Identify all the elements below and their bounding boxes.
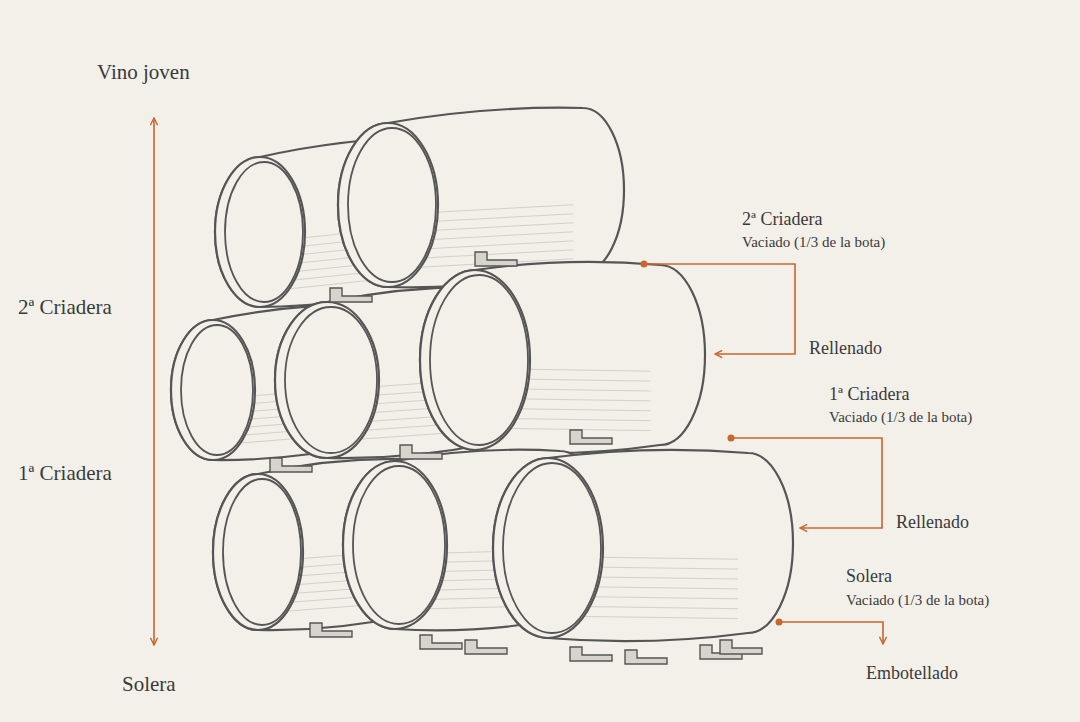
barrel-rim — [338, 123, 438, 287]
barrel-chock — [400, 445, 442, 459]
barrel-rim — [171, 320, 255, 460]
barrel-rim — [275, 302, 379, 458]
barrel-hatching — [581, 557, 738, 559]
barrel-hatching — [418, 223, 573, 231]
stage-title: Solera — [846, 566, 892, 587]
barrel-hatching — [581, 577, 738, 579]
flow-dot — [776, 619, 783, 626]
barrel-hatching — [581, 607, 738, 609]
barrel-hatching — [508, 399, 651, 401]
stage-title: 1ª Criadera — [829, 384, 909, 405]
action-label: Embotellado — [866, 663, 958, 684]
barrel-hatching — [508, 419, 651, 421]
barrel-chock — [570, 647, 612, 661]
barrel-hatching — [581, 587, 738, 589]
age-axis-arrow — [153, 118, 155, 645]
barrel-hatching — [418, 232, 573, 240]
barrel-head — [503, 463, 601, 633]
barrel-hatching — [508, 409, 651, 411]
barrel-body — [420, 262, 705, 453]
barrel — [338, 108, 624, 288]
barrel-chock — [625, 650, 667, 664]
flow-arrow — [644, 264, 795, 354]
barrel-chock — [270, 458, 312, 472]
action-label: Rellenado — [896, 512, 969, 533]
barrel-hatching — [581, 567, 738, 569]
barrel-hatching — [581, 616, 738, 618]
barrel-hatching — [418, 241, 573, 249]
barrel-head — [353, 466, 445, 624]
bottom-label: Solera — [122, 672, 176, 696]
top-label: Vino joven — [97, 60, 190, 84]
barrel-chock — [570, 430, 612, 444]
barrel-hatching — [418, 214, 573, 222]
barrel-rim — [215, 157, 305, 307]
stage-note: Vaciado (1/3 de la bota) — [829, 409, 972, 426]
barrel-hatching — [581, 597, 738, 599]
flow-arrow — [731, 438, 882, 528]
barrel-hatching — [508, 389, 651, 391]
barrel — [213, 459, 447, 630]
barrel-body — [493, 450, 793, 641]
stage-title: 2ª Criadera — [742, 209, 822, 230]
barrel-chock — [310, 623, 352, 637]
barrel-rim — [343, 461, 447, 629]
action-label: Rellenado — [809, 338, 882, 359]
barrel-chock — [330, 288, 372, 302]
barrel-chock — [720, 640, 762, 654]
flow-dot — [641, 261, 648, 268]
barrel-chock — [475, 252, 517, 266]
side-label: 2ª Criadera — [18, 295, 112, 319]
barrel-rim — [213, 474, 303, 630]
barrel-head — [181, 325, 253, 455]
stage-note: Vaciado (1/3 de la bota) — [846, 592, 989, 609]
side-label: 1ª Criadera — [18, 461, 112, 485]
barrel-head — [223, 479, 301, 625]
flow-arrow — [779, 622, 883, 644]
barrel-head — [285, 307, 377, 453]
barrel-rim — [420, 270, 530, 450]
barrel-chock — [465, 640, 507, 654]
barrel — [493, 450, 793, 641]
barrel-hatching — [418, 205, 573, 213]
barrel-head — [348, 128, 436, 282]
barrel-head — [225, 162, 303, 302]
barrel-body — [213, 459, 447, 630]
barrel-rim — [493, 458, 603, 638]
barrel-head — [430, 275, 528, 445]
stage-note: Vaciado (1/3 de la bota) — [742, 234, 885, 251]
barrel-hatching — [418, 250, 573, 258]
barrel-chock — [420, 635, 462, 649]
flow-dot — [728, 435, 735, 442]
barrel-body — [338, 108, 624, 288]
barrel — [420, 262, 705, 453]
